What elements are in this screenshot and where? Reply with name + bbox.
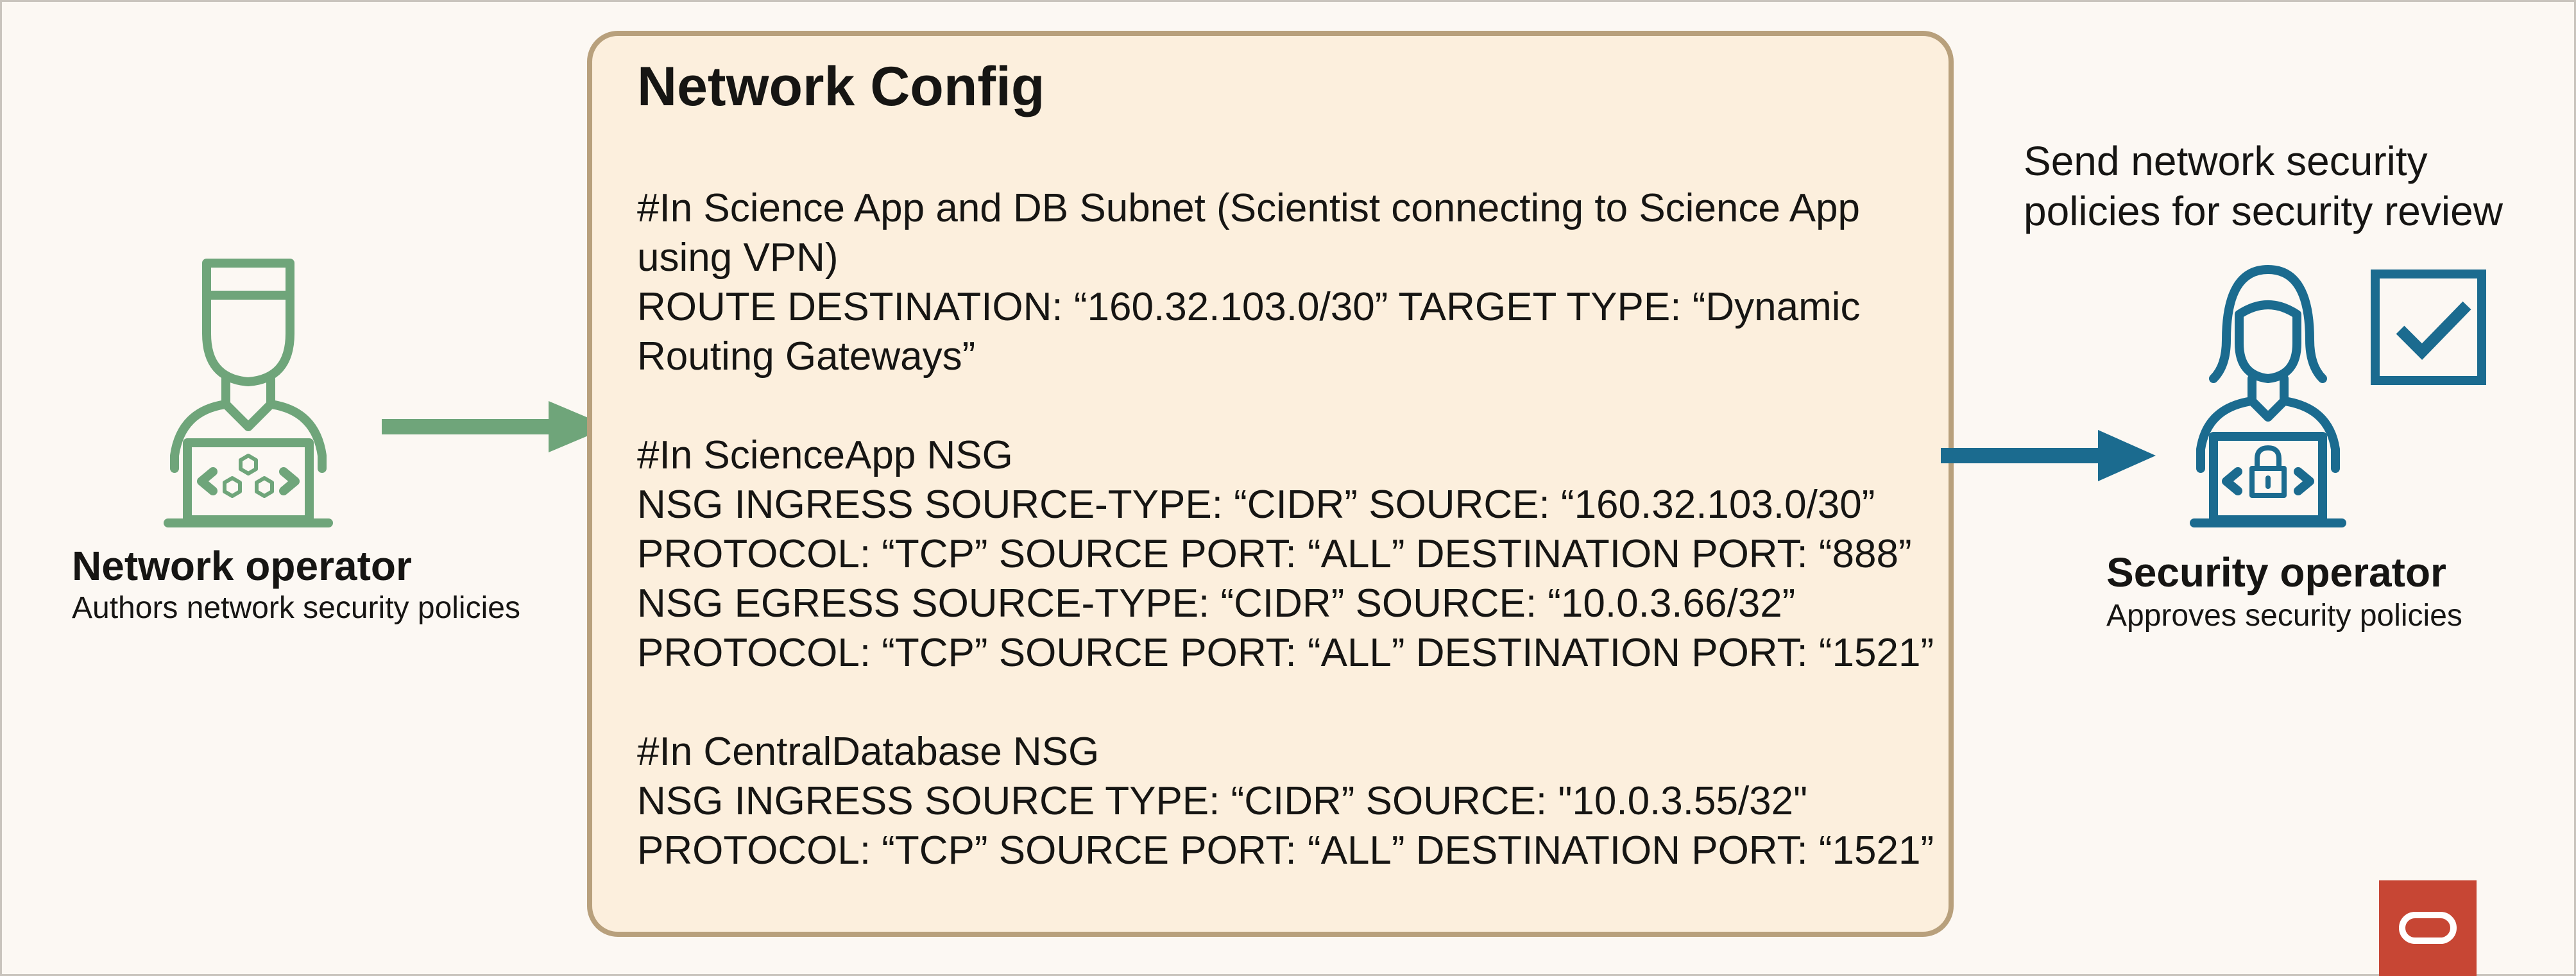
oracle-logo-icon — [2379, 880, 2477, 976]
config-line: #In CentralDatabase NSG — [637, 730, 1100, 774]
config-line: ROUTE DESTINATION: “160.32.103.0/30” TAR… — [637, 285, 1861, 329]
developer-with-laptop-icon — [164, 259, 333, 527]
review-note-line: Send network security — [2024, 138, 2428, 184]
config-line: NSG INGRESS SOURCE-TYPE: “CIDR” SOURCE: … — [637, 483, 1875, 527]
security-operator-title: Security operator — [2106, 549, 2446, 595]
config-line: NSG INGRESS SOURCE TYPE: “CIDR” SOURCE: … — [637, 779, 1808, 823]
network-config-title: Network Config — [637, 56, 1045, 117]
config-spacer — [637, 381, 1946, 431]
secure-laptop-user-icon — [2190, 265, 2346, 527]
security-operator-subtitle: Approves security policies — [2106, 599, 2462, 633]
config-spacer — [637, 678, 1946, 727]
config-line: #In ScienceApp NSG — [637, 433, 1013, 477]
config-line: using VPN) — [637, 235, 839, 280]
network-operator-title: Network operator — [72, 543, 412, 589]
checkmark-box-icon — [2371, 270, 2486, 385]
config-line: PROTOCOL: “TCP” SOURCE PORT: “ALL” DESTI… — [637, 532, 1912, 576]
config-line: PROTOCOL: “TCP” SOURCE PORT: “ALL” DESTI… — [637, 828, 1934, 873]
network-config-box: Network Config #In Science App and DB Su… — [587, 31, 1954, 937]
review-note: Send network security policies for secur… — [2024, 136, 2563, 236]
network-operator-subtitle: Authors network security policies — [72, 591, 520, 625]
config-line: PROTOCOL: “TCP” SOURCE PORT: “ALL” DESTI… — [637, 631, 1934, 675]
send-config-arrow — [382, 401, 610, 452]
send-for-review-arrow — [1941, 430, 2156, 481]
network-config-lines: #In Science App and DB Subnet (Scientist… — [637, 184, 1946, 875]
config-line: Routing Gateways” — [637, 334, 976, 379]
review-note-line: policies for security review — [2024, 188, 2503, 234]
config-line: #In Science App and DB Subnet (Scientist… — [637, 186, 1861, 230]
config-line: NSG EGRESS SOURCE-TYPE: “CIDR” SOURCE: “… — [637, 581, 1796, 626]
